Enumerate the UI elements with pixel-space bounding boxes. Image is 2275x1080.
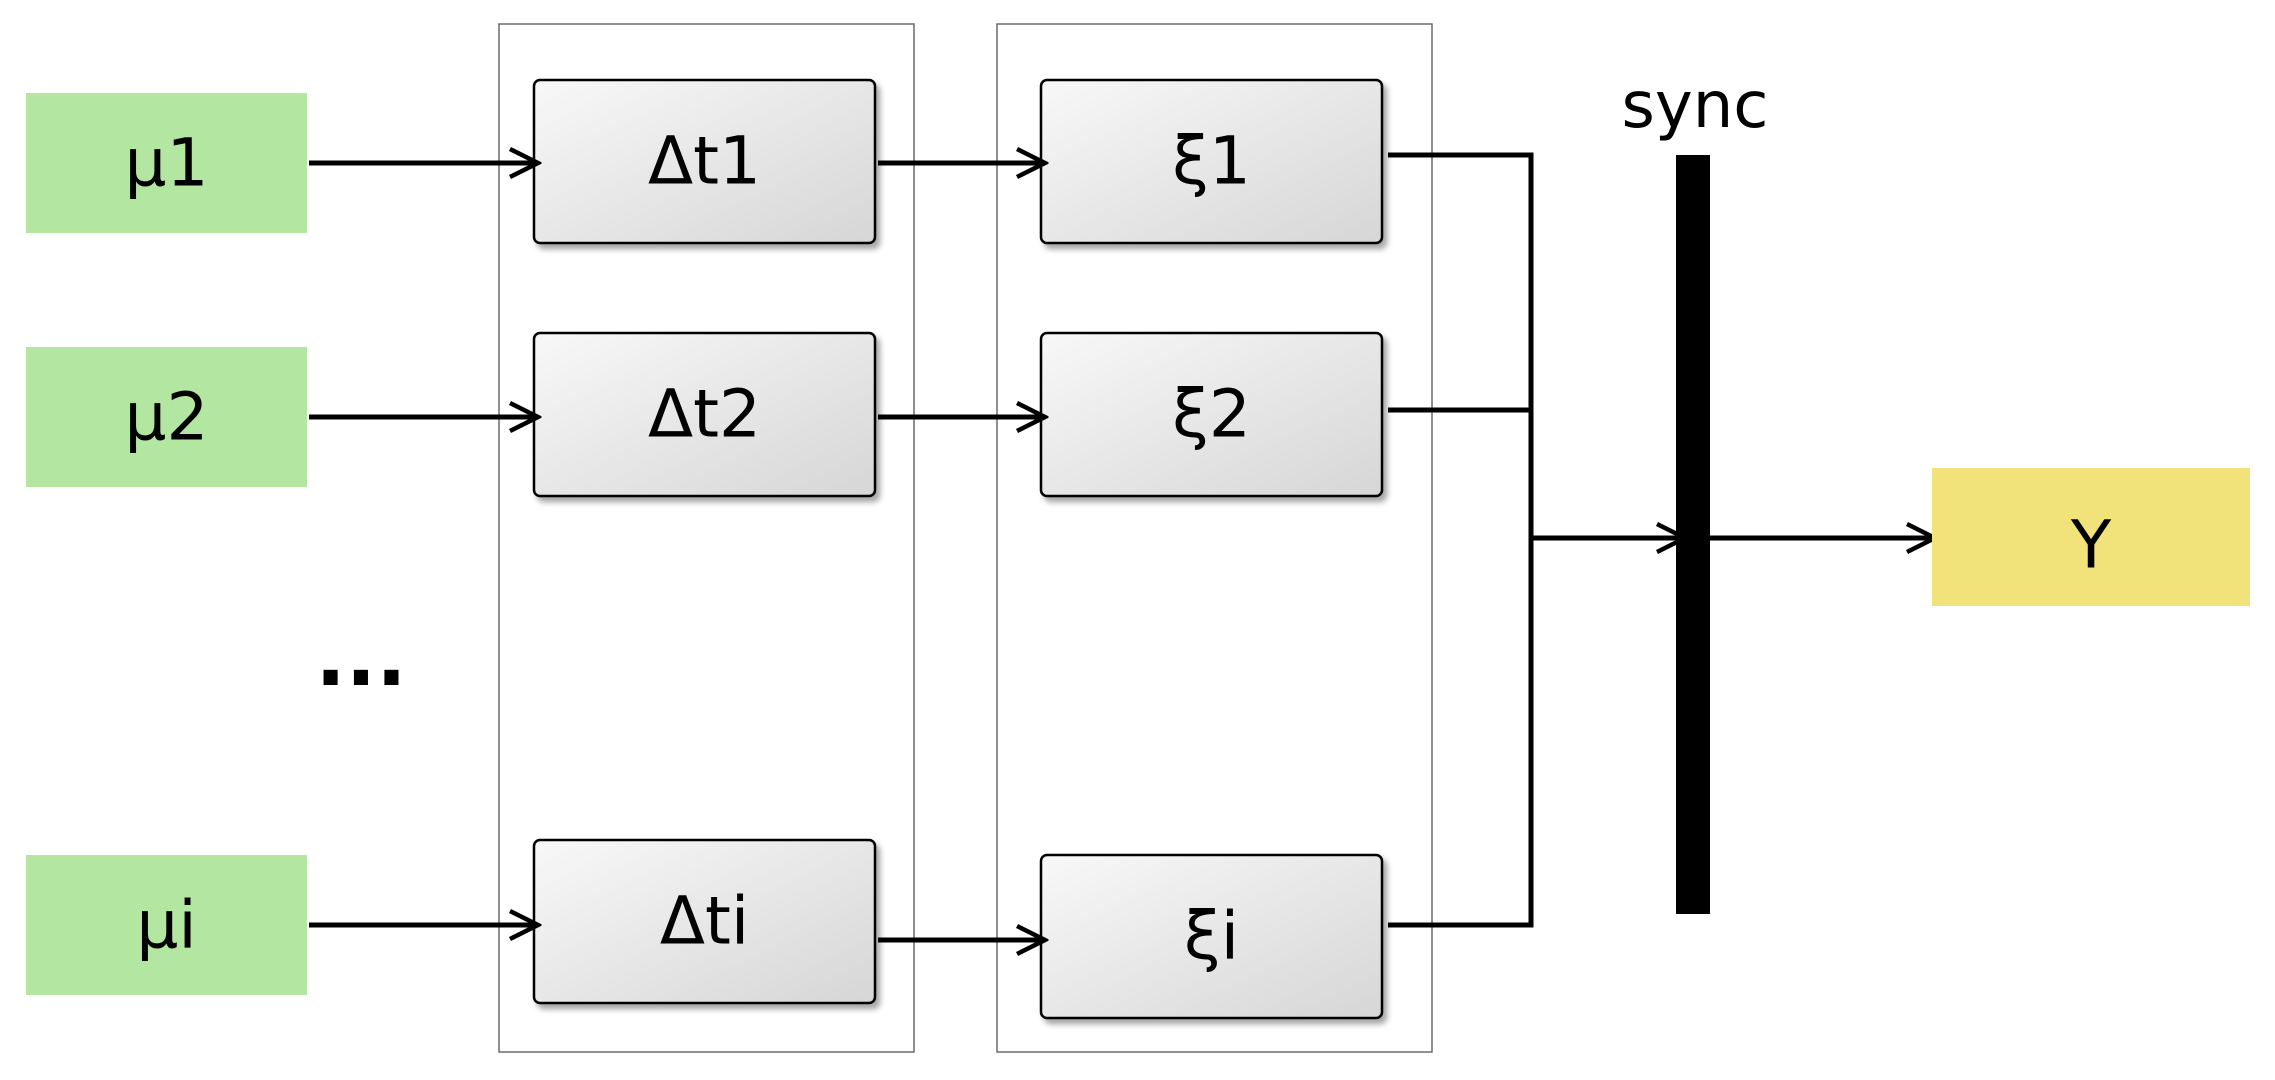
delay-label-2: Δt2 <box>648 376 761 453</box>
input-block-1: μ1 <box>26 93 307 233</box>
output-block: Y <box>1932 468 2250 606</box>
process-block-1: ξ1 <box>1039 78 1384 245</box>
connector-process-1-to-bus <box>1388 152 1534 928</box>
input-block-i: μi <box>26 855 307 995</box>
process-block-i: ξi <box>1039 853 1384 1020</box>
delay-block-i: Δti <box>532 838 877 1005</box>
input-label-1: μ1 <box>125 125 209 202</box>
delay-group-frame <box>498 23 915 1053</box>
process-block-2: ξ2 <box>1039 331 1384 498</box>
output-label: Y <box>2070 507 2112 584</box>
ellipsis: ... <box>315 611 406 704</box>
process-label-1: ξ1 <box>1172 123 1251 200</box>
process-label-2: ξ2 <box>1172 376 1251 453</box>
sync-label: sync <box>1622 69 1769 143</box>
delay-label-i: Δti <box>660 883 749 960</box>
input-label-2: μ2 <box>125 379 209 456</box>
sync-bar <box>1676 155 1710 914</box>
input-label-i: μi <box>136 887 196 964</box>
delay-block-2: Δt2 <box>532 331 877 498</box>
input-block-2: μ2 <box>26 347 307 487</box>
process-label-i: ξi <box>1184 898 1239 975</box>
delay-label-1: Δt1 <box>648 123 761 200</box>
delay-block-1: Δt1 <box>532 78 877 245</box>
process-group-frame <box>996 23 1433 1053</box>
